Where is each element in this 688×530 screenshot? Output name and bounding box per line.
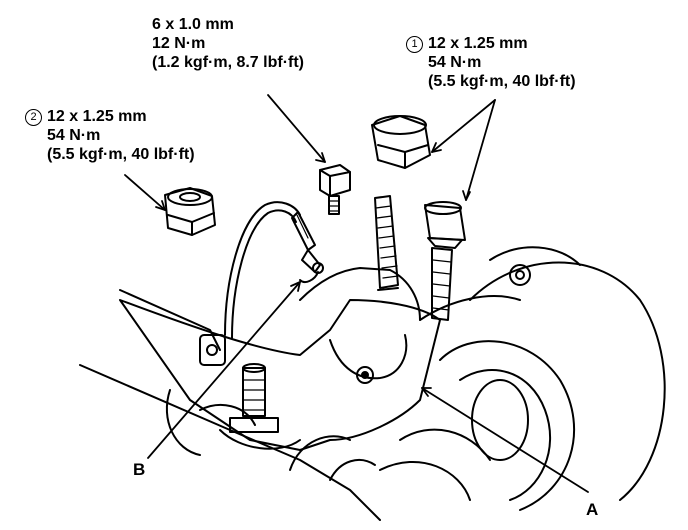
item-1-spec: 1 12 x 1.25 mm 54 N·m (5.5 kgf·m, 40 lbf·… [406,34,576,91]
small-bolt-torque-nm: 12 N·m [152,35,206,52]
item-2-marker: 2 [25,109,42,126]
nut-item-2 [164,187,216,236]
knuckle-body [119,267,521,451]
item-2-torque-nm: 54 N·m [47,127,101,144]
callout-a: A [586,500,599,519]
sensor-cable [224,201,324,339]
item-2-spec: 2 12 x 1.25 mm 54 N·m (5.5 kgf·m, 40 lbf·… [25,107,195,164]
item-1-marker: 1 [406,36,423,53]
hub-bearing [379,246,666,511]
small-bolt-size: 6 x 1.0 mm [152,16,234,33]
small-bolt-spec: 6 x 1.0 mm 12 N·m (1.2 kgf·m, 8.7 lbf·ft… [152,15,304,72]
lower-stud [229,363,279,433]
small-bolt-torque-alt: (1.2 kgf·m, 8.7 lbf·ft) [152,54,305,71]
item-1-torque-alt: (5.5 kgf·m, 40 lbf·ft) [428,73,576,90]
item-1-size: 12 x 1.25 mm [428,35,528,52]
item-1-torque-nm: 54 N·m [428,54,482,71]
center-stud [374,195,399,291]
leader-lines [124,94,589,493]
lower-arm [79,289,381,521]
callout-b: B [133,460,146,479]
item-2-torque-alt: (5.5 kgf·m, 40 lbf·ft) [47,146,195,163]
flange-bolt [424,201,466,321]
small-bolt [319,164,351,215]
nut-item-1 [371,115,431,169]
item-2-size: 12 x 1.25 mm [47,108,147,125]
